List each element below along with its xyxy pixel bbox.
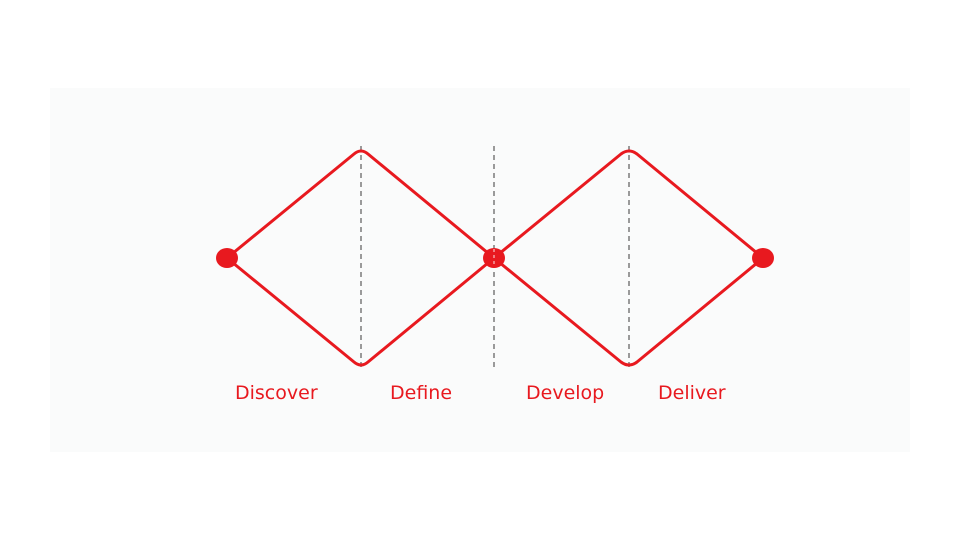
phase-label-deliver: Deliver — [658, 382, 726, 404]
phase-label-discover: Discover — [235, 382, 318, 404]
phase-label-define: Define — [390, 382, 453, 404]
phase-label-develop: Develop — [526, 382, 605, 404]
node-start — [216, 248, 238, 268]
node-end — [752, 248, 774, 268]
